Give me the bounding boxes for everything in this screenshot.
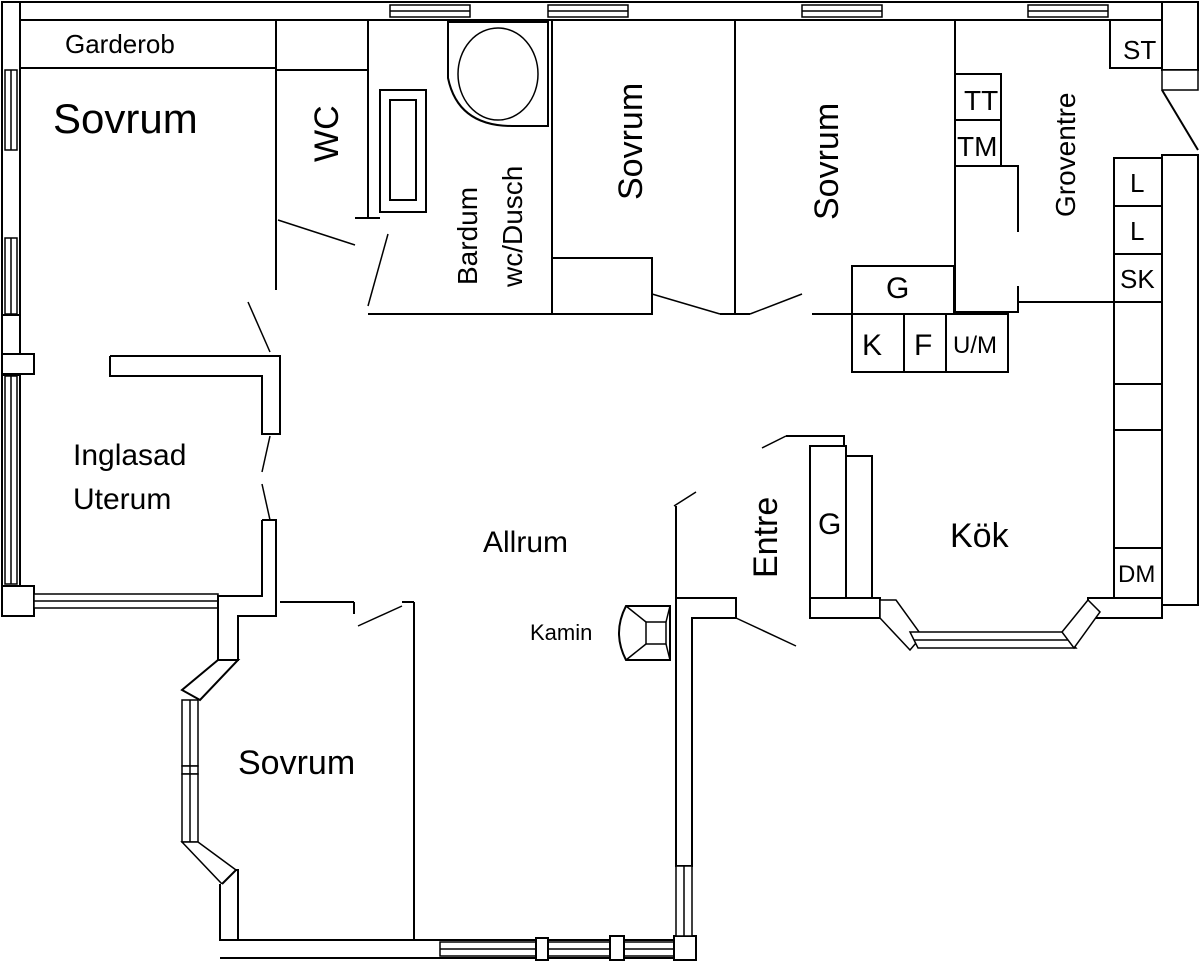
dm-box bbox=[1113, 547, 1163, 599]
l2-label: L bbox=[1130, 216, 1144, 246]
sovrum-3-label: Sovrum bbox=[808, 103, 846, 220]
um-label: U/M bbox=[953, 332, 997, 359]
bardum-label-1: Bardum bbox=[452, 187, 483, 285]
k-label: K bbox=[862, 329, 882, 362]
wc-label: WC bbox=[308, 105, 346, 162]
sk-label: SK bbox=[1120, 264, 1155, 294]
corner-post bbox=[1, 585, 35, 617]
entry: Entre bbox=[673, 435, 845, 937]
inglasad-label-1: Inglasad bbox=[73, 439, 186, 472]
dm-label: DM bbox=[1118, 561, 1155, 588]
fireplace: Kamin bbox=[530, 605, 671, 661]
st-box bbox=[1109, 19, 1163, 69]
wc-room: WC bbox=[276, 20, 380, 246]
utility-entry: TT TM ST Groventre bbox=[954, 19, 1163, 313]
tt-box bbox=[954, 73, 1002, 121]
bedroom-2-closet bbox=[551, 257, 653, 315]
sovrum-4-label: Sovrum bbox=[238, 744, 355, 782]
g-top-box bbox=[851, 265, 955, 315]
bedroom-2: Sovrum bbox=[551, 20, 803, 315]
sovrum-main-label: Sovrum bbox=[53, 95, 198, 142]
exterior-walls bbox=[1, 1, 1199, 617]
k-box bbox=[851, 313, 905, 373]
bathroom: Bardum wc/Dusch bbox=[367, 20, 553, 315]
f-label: F bbox=[914, 329, 932, 362]
bedroom-4: Sovrum bbox=[180, 601, 697, 961]
garderob-label: Garderob bbox=[65, 29, 175, 59]
kitchen-cabinets: L L SK DM bbox=[1113, 157, 1163, 599]
right-wall bbox=[1161, 154, 1199, 606]
g-top-label: G bbox=[886, 272, 909, 305]
bardum-label-2: wc/Dusch bbox=[497, 166, 528, 288]
sovrum-2-label: Sovrum bbox=[612, 83, 650, 200]
inglasad-label-2: Uterum bbox=[73, 483, 171, 516]
sunroom-walls: Inglasad Uterum bbox=[73, 301, 281, 661]
tm-label: TM bbox=[957, 131, 997, 162]
tt-label: TT bbox=[964, 85, 998, 116]
st-label: ST bbox=[1123, 35, 1156, 65]
shower-corner bbox=[447, 21, 549, 127]
master-bedroom: Garderob Sovrum bbox=[19, 19, 277, 290]
appliance-block: G K F U/M bbox=[851, 265, 1009, 373]
g-entre-label: G bbox=[818, 508, 841, 541]
entre-label: Entre bbox=[747, 497, 785, 578]
l2-box bbox=[1113, 205, 1163, 255]
groventre-label: Groventre bbox=[1050, 93, 1081, 218]
kamin-label: Kamin bbox=[530, 620, 592, 645]
kok-label: Kök bbox=[950, 517, 1010, 555]
bedroom-3: Sovrum bbox=[808, 20, 956, 315]
garderob-box bbox=[19, 19, 277, 69]
allrum-label: Allrum bbox=[483, 526, 568, 559]
kamin-icon bbox=[618, 605, 671, 661]
l1-label: L bbox=[1130, 168, 1144, 198]
kitchen: G Kök bbox=[809, 445, 1163, 652]
um-box bbox=[945, 313, 1009, 373]
living-room: Allrum bbox=[483, 526, 568, 559]
